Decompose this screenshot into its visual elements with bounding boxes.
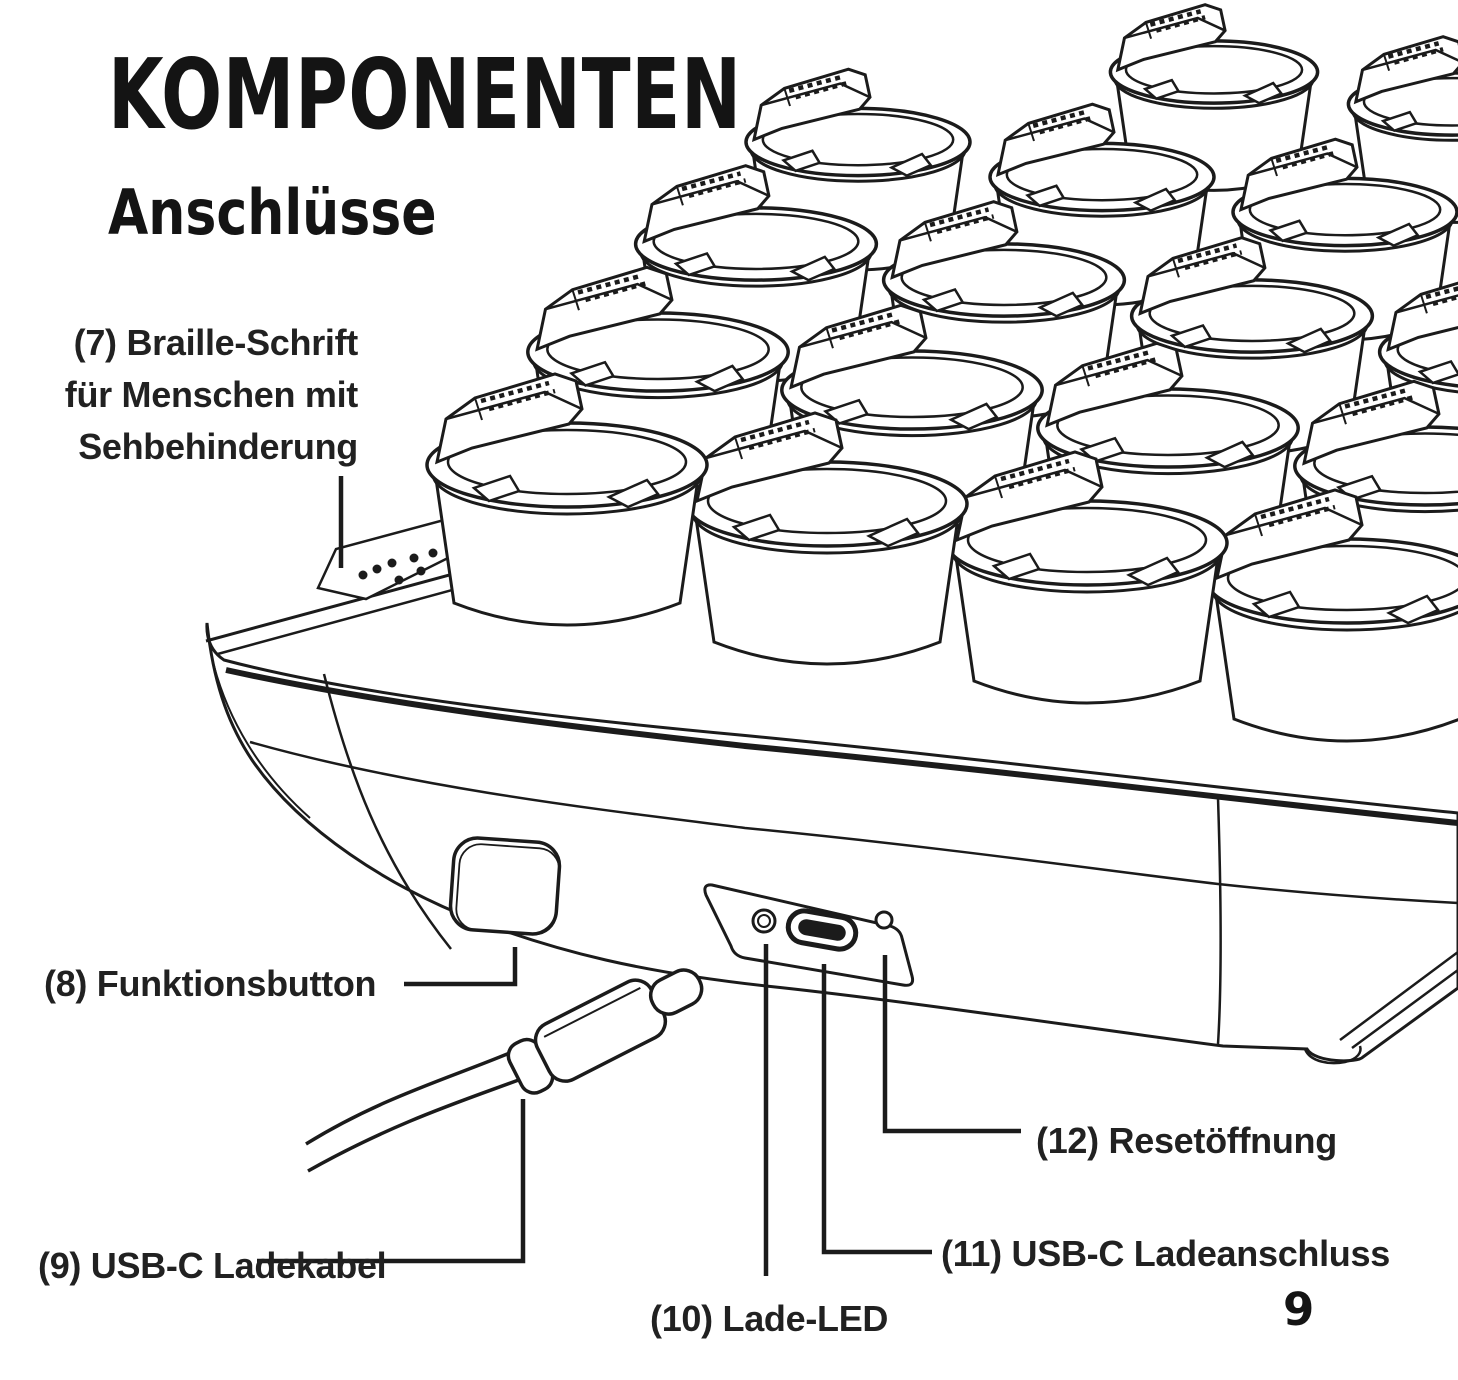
callout-reset-line <box>882 955 1021 1134</box>
label-charge-led: (10) Lade-LED <box>650 1298 889 1339</box>
braille-plate <box>316 518 473 601</box>
callout-lines <box>257 476 1021 1276</box>
label-braille: (7) Braille-Schrift für Menschen mit Seh… <box>20 317 359 473</box>
label-usb-cable: (9) USB-C Ladekabel <box>38 1245 387 1286</box>
reset-opening <box>874 910 894 930</box>
braille-dots <box>358 548 438 585</box>
label-braille-line3: Sehbehinderung <box>78 426 358 467</box>
container-grid <box>427 2 1458 741</box>
page-title: KOMPONENTEN <box>108 38 742 151</box>
section-subtitle: Anschlüsse <box>108 176 437 249</box>
label-braille-line1: (7) Braille-Schrift <box>73 322 359 363</box>
label-braille-line2: für Menschen mit <box>64 374 359 415</box>
port-panel <box>703 883 915 987</box>
label-reset-opening: (12) Resetöffnung <box>1036 1120 1337 1161</box>
usb-c-port <box>785 908 859 952</box>
label-usb-port: (11) USB-C Ladeanschluss <box>941 1233 1390 1274</box>
callout-usb-port-line <box>821 964 932 1255</box>
function-button <box>448 836 562 936</box>
charge-led <box>751 908 777 934</box>
tray-foot <box>1303 1045 1362 1065</box>
label-function-button: (8) Funktionsbutton <box>44 963 377 1004</box>
cable-plug-tip <box>648 968 704 1016</box>
page-number: 9 <box>1283 1283 1315 1336</box>
callout-function-button-line <box>404 947 518 987</box>
callout-usb-cable-line <box>257 1099 526 1264</box>
tray-front <box>205 622 1458 1065</box>
usb-c-cable <box>305 968 704 1173</box>
